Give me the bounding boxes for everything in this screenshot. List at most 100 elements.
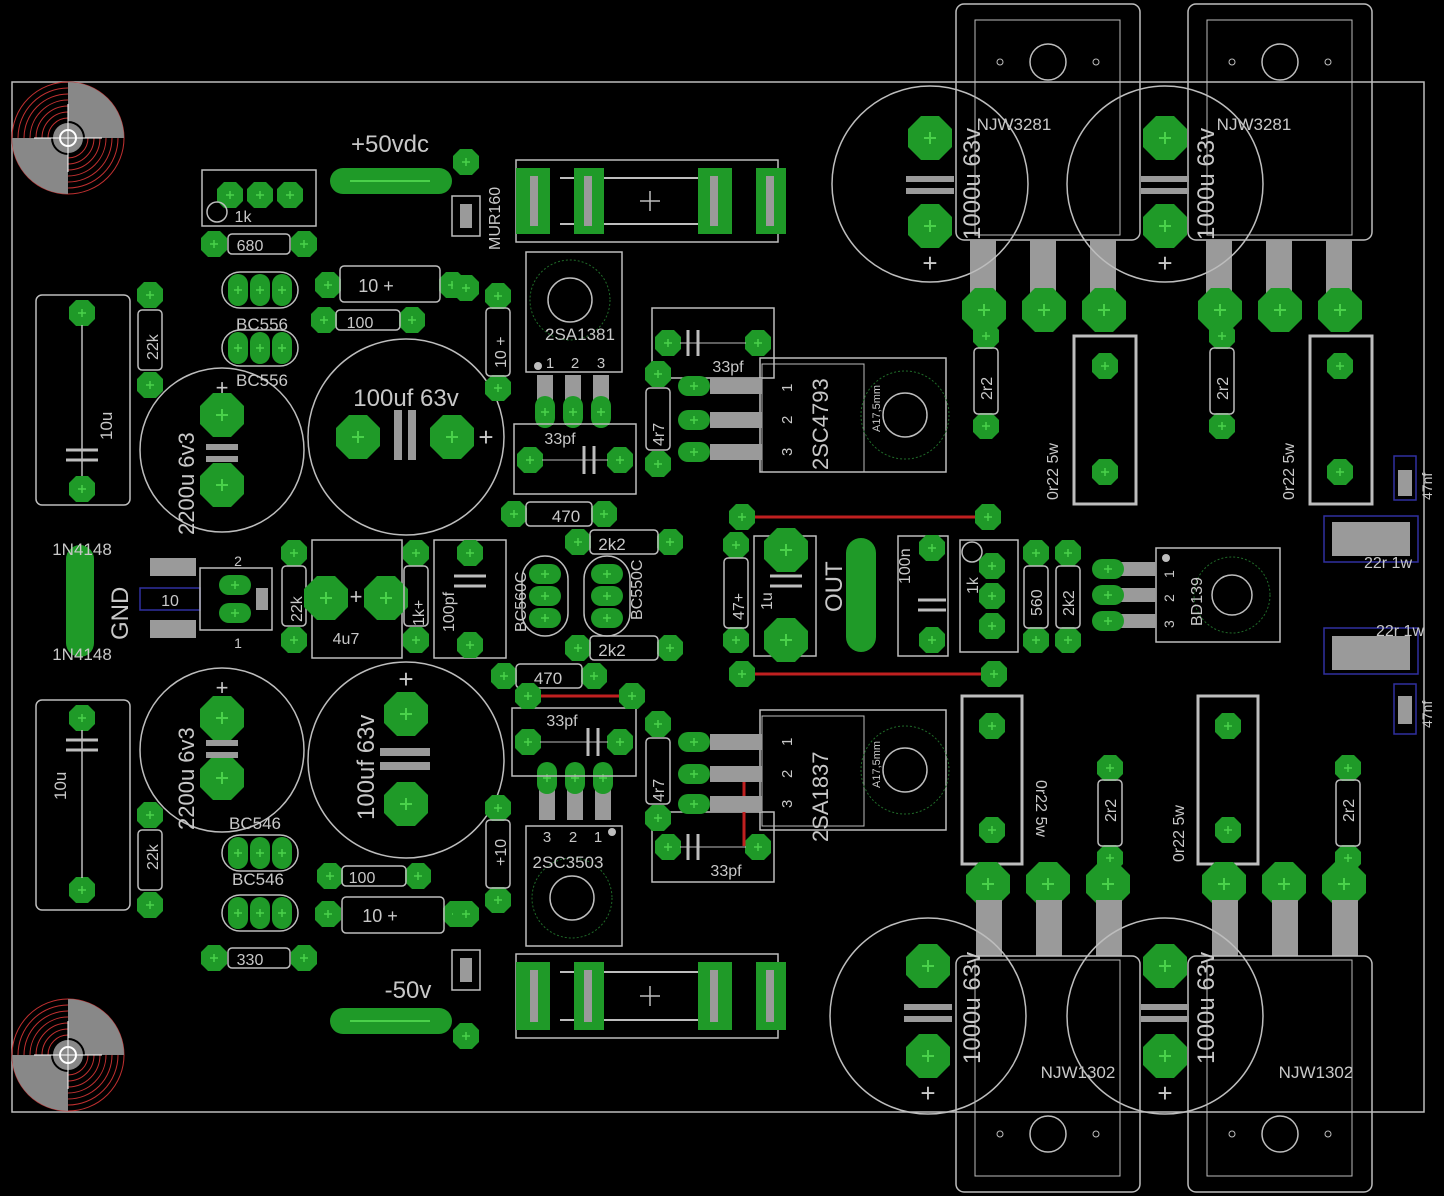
out-label: OUT	[821, 561, 848, 612]
njw3281-1	[955, 3, 1141, 333]
neg-rail-label: -50v	[385, 977, 432, 1004]
bc546-2-label: BC546	[232, 870, 284, 889]
cap-1000u-3	[829, 917, 1027, 1115]
pos-rail-connector	[330, 168, 452, 194]
cap-100pf-label: 100pf	[441, 591, 458, 632]
bc556-1-label: BC556	[236, 315, 288, 334]
res-4r7-top	[644, 360, 672, 478]
2sa1381-pin2: 2	[571, 355, 579, 372]
res-2r2-3-label: 2r2	[1103, 799, 1120, 822]
2sa1381-pin3: 3	[597, 355, 605, 372]
res-10-bottom-label: 10 +	[362, 906, 398, 926]
cap-33pf-1-label: 33pf	[544, 431, 576, 448]
res-680	[200, 230, 318, 258]
out-connector	[846, 538, 876, 652]
cap-4u7-plus: +	[350, 584, 363, 609]
diode-1n4148-top-label: 1N4148	[52, 540, 112, 559]
2sa1381-label: 2SA1381	[545, 325, 615, 344]
res-1k-mid	[402, 539, 430, 654]
res-10v-bottom-label: +10	[493, 839, 510, 866]
cap-1000u-1-label: 1000u 63v	[959, 128, 986, 240]
res-0r22-2	[1308, 334, 1374, 506]
2sa1837-label: 2SA1837	[808, 751, 833, 842]
cap-1000u-2	[1066, 85, 1264, 283]
cap-100n	[897, 534, 949, 657]
res-470-top	[500, 500, 618, 528]
cap-100uf-top	[307, 338, 505, 536]
cap-33pf-2-label: 33pf	[712, 359, 744, 376]
res-470-bottom	[490, 662, 608, 690]
res-47-out-label: 47+	[731, 593, 748, 620]
2sc3503-pin1: 1	[594, 829, 602, 846]
2sa1837-pin2: 2	[779, 770, 796, 778]
cap-100uf-top-plus: +	[478, 422, 493, 452]
res-330-label: 330	[237, 952, 264, 969]
cap-2200u-top	[139, 367, 305, 533]
transistor-bc546-2	[221, 894, 299, 932]
res-2r2-2-label: 2r2	[1215, 377, 1232, 400]
bc546-1-label: BC546	[229, 814, 281, 833]
cap-1000u-3-plus: +	[920, 1078, 935, 1108]
cap-10u-top-label: 10u	[97, 412, 116, 440]
cap-100n-label: 100n	[897, 548, 914, 584]
diode-mur160-top	[451, 148, 481, 302]
res-470-bottom-label: 470	[534, 669, 562, 688]
cap-1000u-1	[831, 85, 1029, 283]
mount-hole-top	[11, 81, 125, 195]
res-330	[200, 944, 318, 972]
res-10-bottom	[314, 896, 470, 934]
cap-2200u-bottom-plus: +	[216, 675, 229, 700]
cap-100uf-bottom-plus: +	[398, 664, 413, 694]
gnd-connector	[66, 545, 94, 657]
input-pin2: 2	[234, 553, 242, 569]
bd139-pin3: 3	[1161, 620, 1177, 628]
mount-hole-bottom	[11, 998, 125, 1112]
input-connector	[199, 567, 273, 631]
res-2k2-3	[1054, 539, 1082, 654]
res-0r22-4-label: 0r22 5w	[1171, 805, 1188, 862]
cap-10u-top	[35, 294, 131, 506]
res-1k-mid-label: 1k+	[411, 600, 428, 626]
njw3281-2-label: NJW3281	[1217, 115, 1292, 134]
cap-1000u-3-label: 1000u 63v	[959, 952, 986, 1064]
res-10v-top-label: 10 +	[493, 336, 510, 368]
res-2k2-1-label: 2k2	[598, 535, 625, 554]
res-100-bottom-label: 100	[349, 870, 376, 887]
cap-10u-bottom	[35, 699, 131, 911]
njw1302-1-label: NJW1302	[1041, 1063, 1116, 1082]
res-2r2-1-label: 2r2	[979, 377, 996, 400]
res-2r2-1	[972, 322, 1000, 440]
res-4r7-bottom-label: 4r7	[651, 779, 668, 802]
cap-47nf-1	[1393, 455, 1417, 501]
transistor-2sa1381	[525, 251, 623, 429]
cap-2200u-top-label: 2200u 6v3	[174, 432, 199, 535]
res-10v-bottom	[484, 794, 512, 914]
res-22r-1-label: 22r 1w	[1364, 555, 1412, 572]
transistor-2sc4793	[677, 357, 950, 473]
res-680-label: 680	[237, 238, 264, 255]
cap-1000u-2-label: 1000u 63v	[1193, 128, 1220, 240]
cap-100uf-bottom	[307, 661, 505, 859]
trim-1k-top-label: 1k	[235, 209, 253, 226]
cap-2200u-bottom-label: 2200u 6v3	[174, 727, 199, 830]
2sc4793-label: 2SC4793	[808, 378, 833, 470]
neg-rail-connector	[330, 1008, 452, 1034]
2sc4793-pin1: 1	[779, 384, 796, 392]
fuse-bottom	[515, 953, 786, 1039]
res-10v-top	[484, 282, 512, 402]
input-pin1: 1	[234, 635, 242, 651]
res-100-top	[310, 306, 426, 334]
trim-1k-bias	[959, 539, 1019, 653]
cap-100uf-top-label: 100uf 63v	[353, 385, 458, 412]
trim-1k-bias-label: 1k	[965, 576, 982, 594]
res-4r7-top-label: 4r7	[651, 423, 668, 446]
cap-33pf-1	[513, 423, 637, 495]
2sc4793-pin3: 3	[779, 448, 796, 456]
cap-47nf-1-label: 47nf	[1419, 473, 1435, 500]
res-22r-2	[1323, 627, 1419, 675]
cap-1u	[753, 527, 817, 663]
res-0r22-1-label: 0r22 5w	[1045, 443, 1062, 500]
res-2r2-4	[1334, 754, 1362, 872]
res-10-top-label: 10 +	[358, 276, 394, 296]
